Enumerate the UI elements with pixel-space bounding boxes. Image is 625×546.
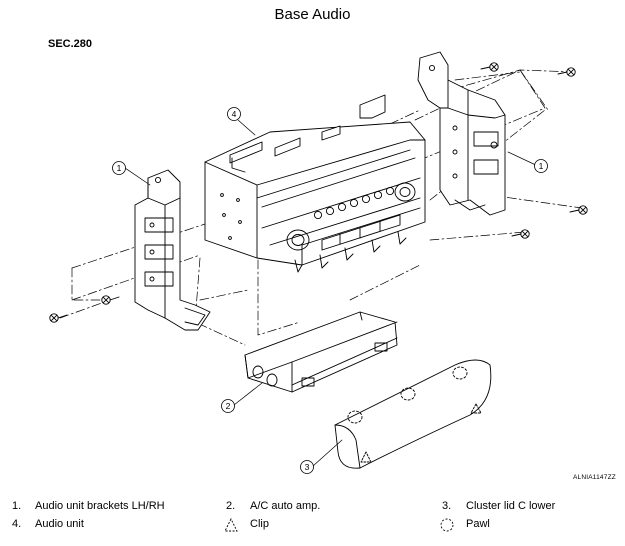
section-label: SEC.280: [48, 38, 93, 50]
legend-label-1: Audio unit brackets LH/RH: [35, 500, 165, 512]
legend-label-3: Cluster lid C lower: [466, 500, 556, 512]
legend: 1. Audio unit brackets LH/RH 2. A/C auto…: [0, 498, 625, 542]
legend-clip-label: Clip: [250, 518, 269, 530]
callout-2: [221, 399, 235, 413]
legend-label-2: A/C auto amp.: [250, 500, 321, 512]
pawl-icon: [440, 518, 454, 532]
legend-num-3: 3.: [442, 500, 452, 512]
legend-num-1: 1.: [12, 500, 22, 512]
legend-num-4: 4.: [12, 518, 22, 530]
callout-1-right-label: 1: [539, 161, 544, 171]
callout-3: [300, 460, 314, 474]
screw-icon: [49, 313, 68, 323]
page-title: Base Audio: [274, 6, 351, 23]
screws: [49, 62, 588, 323]
exploded-diagram: 1 1 4 2 3: [49, 51, 588, 474]
callout-1-left-label: 1: [117, 163, 122, 173]
screw-icon: [557, 67, 576, 77]
callout-4-label: 4: [232, 109, 237, 119]
screw-icon: [569, 205, 588, 215]
screw-icon: [101, 295, 120, 305]
callout-1-right: [534, 159, 548, 173]
callout-1-left: [112, 161, 126, 175]
cluster-lid-c-lower: [334, 359, 492, 469]
audio-unit-bracket-rh: [417, 51, 506, 216]
screw-icon: [480, 62, 499, 72]
ac-auto-amp: [244, 311, 398, 393]
figure-code: ALNIA1147ZZ: [573, 474, 616, 481]
legend-num-2: 2.: [226, 500, 236, 512]
callout-leaders: [124, 119, 541, 467]
legend-label-4: Audio unit: [35, 518, 84, 530]
screw-icon: [511, 229, 530, 239]
legend-pawl-label: Pawl: [466, 518, 490, 530]
audio-unit: [204, 94, 426, 273]
callout-4: [227, 107, 241, 121]
audio-unit-bracket-lh: [134, 169, 211, 331]
callout-2-label: 2: [226, 401, 231, 411]
clip-icon: [224, 517, 238, 532]
callout-3-label: 3: [305, 462, 310, 472]
callouts: [112, 107, 548, 474]
